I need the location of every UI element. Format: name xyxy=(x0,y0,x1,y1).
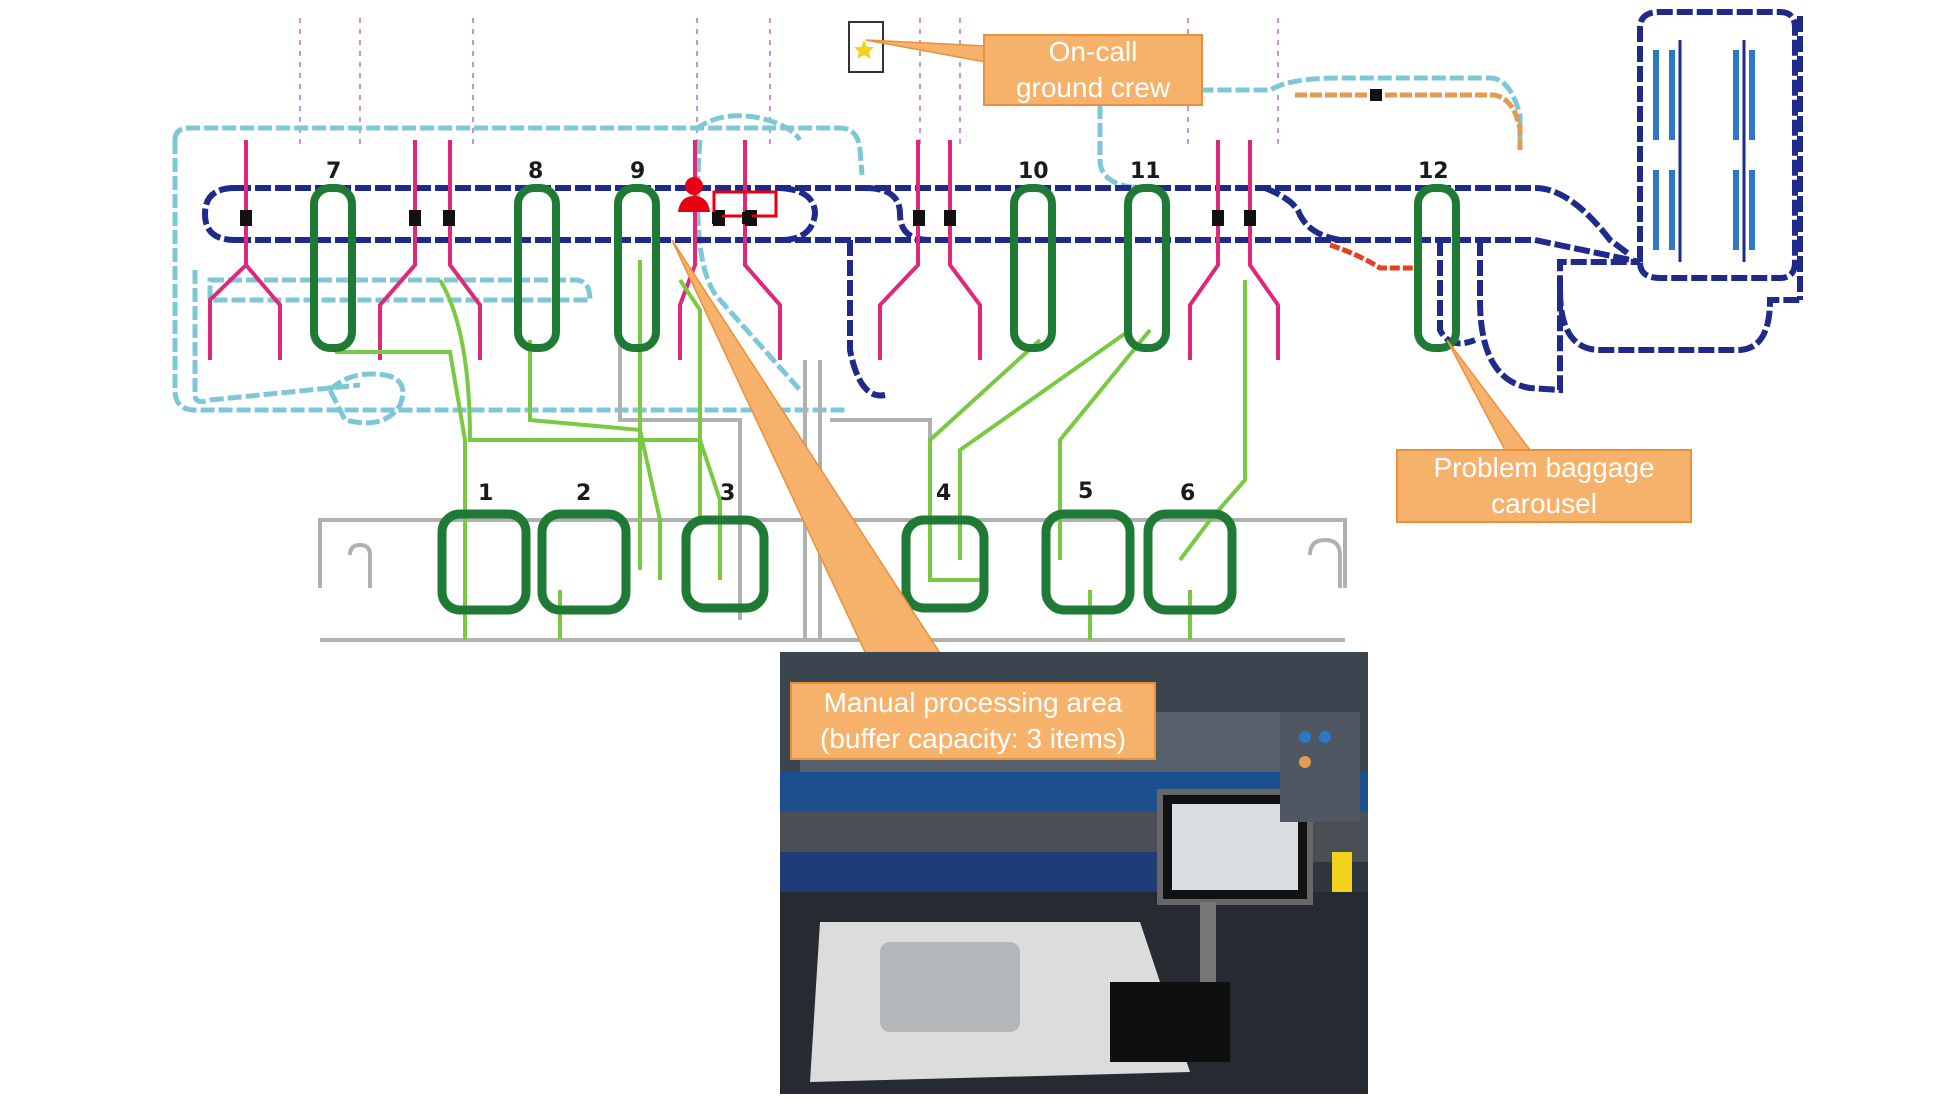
carousel-1 xyxy=(437,509,531,615)
carousel-label-12: 12 xyxy=(1418,159,1449,184)
carousel-labels: 7 8 9 10 11 12 1 2 3 4 5 6 xyxy=(326,159,1449,506)
upper-carousels xyxy=(310,184,1460,352)
operator-icon xyxy=(678,177,710,212)
carousel-label-9: 9 xyxy=(630,159,645,184)
carousel-label-7: 7 xyxy=(326,159,341,184)
problem-callout-pointer xyxy=(1446,339,1532,451)
carousel-8 xyxy=(514,184,560,352)
oncall-callout-line2: ground crew xyxy=(1015,72,1171,103)
star-icon xyxy=(854,40,874,59)
carousel-5 xyxy=(1041,509,1135,615)
carousel-label-6: 6 xyxy=(1180,481,1195,506)
lower-carousels xyxy=(437,509,1237,615)
manual-callout: Manual processing area (buffer capacity:… xyxy=(790,682,1156,760)
carousel-label-2: 2 xyxy=(576,481,591,506)
carousel-2 xyxy=(537,509,631,615)
manual-area-block-1 xyxy=(712,212,722,224)
carousel-label-8: 8 xyxy=(528,159,543,184)
manual-callout-line2: (buffer capacity: 3 items) xyxy=(819,723,1127,754)
carousel-12 xyxy=(1414,184,1460,352)
main-loop xyxy=(201,9,1803,399)
carousel-label-1: 1 xyxy=(478,481,493,506)
problem-callout-line1: Problem baggage xyxy=(1433,452,1655,483)
oncall-callout-line1: On-call xyxy=(1048,36,1138,67)
carousel-label-5: 5 xyxy=(1078,479,1093,504)
manual-area-block-2 xyxy=(742,212,752,224)
carousel-7 xyxy=(310,184,356,352)
red-problem-segment xyxy=(1329,242,1420,271)
storage-racks xyxy=(1653,40,1755,262)
manual-callout-pointer xyxy=(671,239,962,685)
carousel-label-11: 11 xyxy=(1130,159,1161,184)
manual-callout-line1: Manual processing area xyxy=(823,687,1123,718)
oncall-callout: On-call ground crew xyxy=(983,34,1203,106)
carousel-10 xyxy=(1010,184,1056,352)
problem-callout: Problem baggage carousel xyxy=(1396,449,1692,523)
carousel-9 xyxy=(614,184,660,352)
feed-lines xyxy=(208,140,1280,360)
orange-line-marker xyxy=(1370,89,1382,101)
carousel-4 xyxy=(901,515,989,613)
carousel-6 xyxy=(1143,509,1237,615)
orange-transfer-line xyxy=(1295,92,1523,150)
secondary-loop xyxy=(172,75,1523,426)
carousel-11 xyxy=(1124,184,1170,352)
transfer-lines xyxy=(335,260,1247,640)
carousel-label-10: 10 xyxy=(1018,159,1049,184)
problem-callout-line2: carousel xyxy=(1491,488,1597,519)
carousel-label-3: 3 xyxy=(720,481,735,506)
carousel-label-4: 4 xyxy=(936,481,951,506)
carousel-3 xyxy=(681,515,769,613)
